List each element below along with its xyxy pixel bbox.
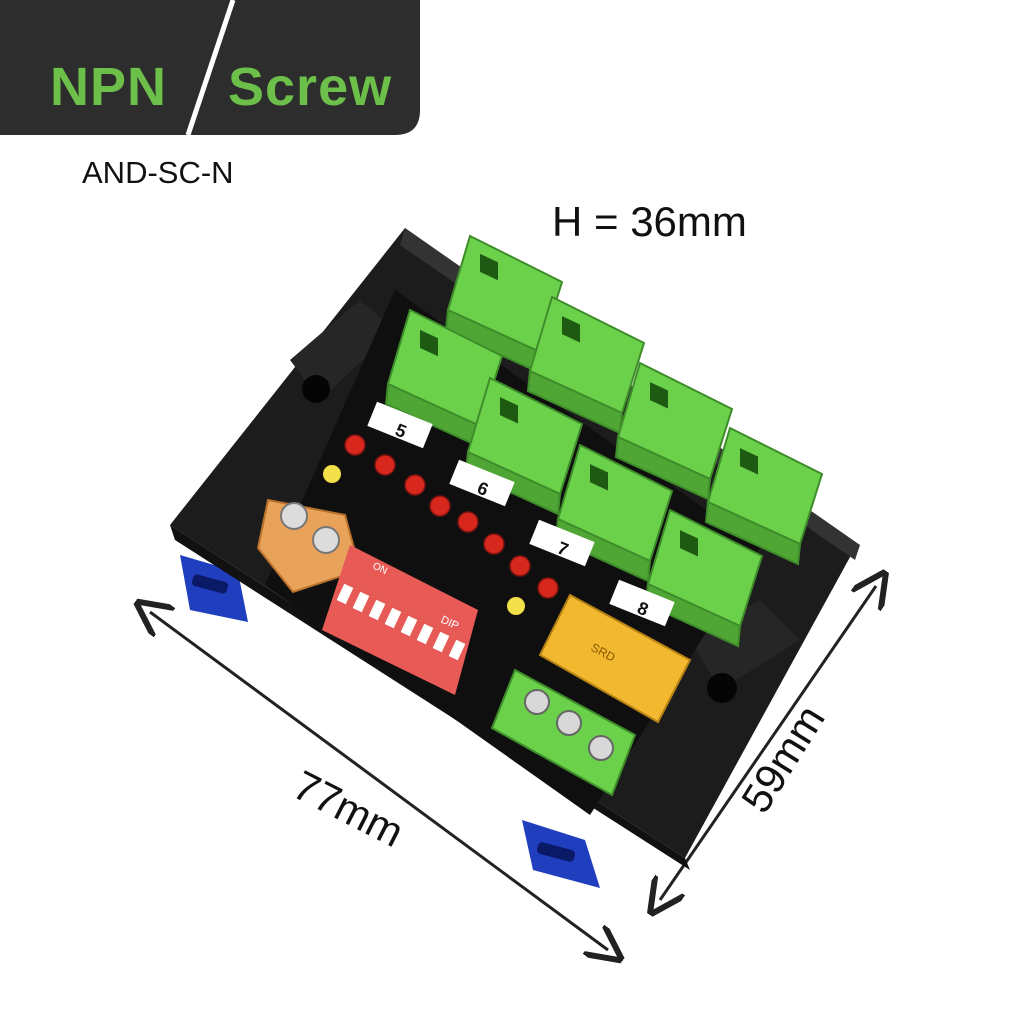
banner-type-label: NPN <box>50 57 168 117</box>
banner-background <box>0 0 420 136</box>
power-led-right <box>507 597 525 615</box>
banner-connector-label: Screw <box>228 57 393 117</box>
terminal-block-7 <box>704 426 824 566</box>
power-input-terminal <box>256 498 362 594</box>
width-arrow <box>150 612 608 950</box>
screw-terminal-blocks <box>384 234 824 648</box>
din-clip-right <box>522 820 600 888</box>
mount-hole-left <box>302 375 330 403</box>
depth-arrow <box>660 586 876 900</box>
terminal-block-8 <box>644 508 764 648</box>
mount-hole-right <box>707 673 737 703</box>
height-dimension: H = 36mm <box>552 198 747 245</box>
power-led-left <box>323 465 341 483</box>
model-code: AND-SC-N <box>82 155 234 190</box>
output-terminal <box>490 668 637 797</box>
status-leds <box>344 434 559 599</box>
dip-switch: ON DIP <box>322 545 478 695</box>
terminal-block-3 <box>526 295 646 435</box>
relay: SRD <box>538 593 692 724</box>
terminal-number-labels: 5 6 7 8 <box>367 401 675 627</box>
terminal-screw-slots <box>420 253 758 557</box>
